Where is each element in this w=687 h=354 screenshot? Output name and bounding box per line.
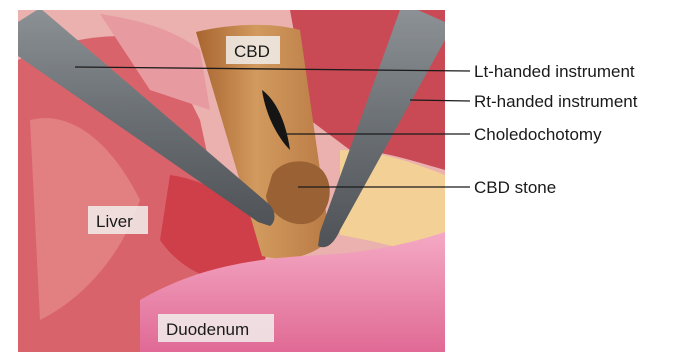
liver-label: Liver: [96, 212, 133, 231]
cbd-stone-label: CBD stone: [474, 178, 556, 197]
rt-instrument-label: Rt-handed instrument: [474, 92, 638, 111]
cbd-label: CBD: [234, 42, 270, 61]
duodenum-label: Duodenum: [166, 320, 249, 339]
choledochotomy-label: Choledochotomy: [474, 125, 602, 144]
lt-instrument-label: Lt-handed instrument: [474, 62, 635, 81]
